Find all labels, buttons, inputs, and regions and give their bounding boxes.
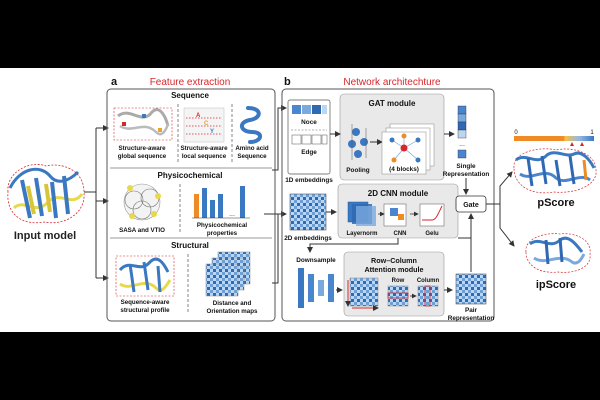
outputs: 0 1 pScore ipScore xyxy=(486,130,597,291)
downsample-group: Downsample xyxy=(296,238,399,308)
local-seq-line2: local sequence xyxy=(182,153,227,160)
gelu-illustration xyxy=(410,203,445,227)
structural-title: Structural xyxy=(171,241,209,250)
distance-maps-illustration xyxy=(205,251,251,297)
sequence-title: Sequence xyxy=(171,91,209,100)
diagram-canvas: Input model a Feature extraction Sequenc… xyxy=(0,68,600,332)
scale-max: 1 xyxy=(590,130,594,136)
gat-blocks-illustration xyxy=(381,123,435,175)
row-label: Row xyxy=(392,278,405,284)
embed-2d-label: 2D embeddings xyxy=(284,235,332,242)
svg-text:A: A xyxy=(196,113,201,119)
diagram-svg: Input model a Feature extraction Sequenc… xyxy=(7,76,597,322)
cnn-label: CNN xyxy=(394,231,407,237)
pair-representation: Pair Representation xyxy=(448,273,495,322)
physicochemical-title: Physicochemical xyxy=(158,171,223,180)
attention-grid-illustration xyxy=(345,277,379,311)
properties-ellipsis: ... xyxy=(229,211,235,218)
cnn-illustration xyxy=(378,203,407,227)
struct-profile-line1: Sequence-aware xyxy=(121,299,170,306)
structural-section: Structural Sequence-aware structural pro… xyxy=(115,241,258,315)
downsample-illustration xyxy=(298,268,334,308)
layernorm-label: Layernorm xyxy=(346,231,377,237)
edge-embedding-grid xyxy=(291,134,328,145)
struct-profile-line2: structural profile xyxy=(120,307,170,314)
panel-b-title: Network architechture xyxy=(343,77,441,88)
properties-line2: properties xyxy=(207,230,238,237)
gate-node: Gate xyxy=(455,195,487,213)
sasa-illustration xyxy=(123,183,161,221)
ipscore-label: ipScore xyxy=(536,279,576,291)
pooling-label: Pooling xyxy=(346,167,370,174)
gate-label: Gate xyxy=(463,202,479,209)
local-seq-line1: Structure-aware xyxy=(180,145,228,152)
distance-maps-line1: Distance and xyxy=(213,300,252,307)
pscore-label: pScore xyxy=(537,197,574,209)
pscore-illustration xyxy=(513,148,597,194)
row-illustration xyxy=(387,285,409,307)
panel-b-frame xyxy=(281,88,495,322)
pair-rep-line2: Representation xyxy=(448,315,495,322)
score-scale: 0 1 xyxy=(514,130,594,146)
scale-bar xyxy=(514,136,594,141)
single-representation: ... Single Representation xyxy=(443,105,490,178)
pooling-illustration xyxy=(348,124,368,160)
global-seq-line2: global sequence xyxy=(118,153,167,160)
downsample-label: Downsample xyxy=(296,257,336,264)
global-sequence-illustration xyxy=(113,107,173,141)
column-label: Column xyxy=(417,278,440,284)
sasa-label: SASA and VTIO xyxy=(119,227,165,234)
cnn-title: 2D CNN module xyxy=(368,189,429,198)
layernorm-illustration xyxy=(347,201,376,226)
structural-profile-illustration xyxy=(115,255,175,297)
node-label: Noce xyxy=(301,119,317,126)
svg-text:C: C xyxy=(204,121,209,127)
input-model: Input model xyxy=(7,164,85,242)
single-rep-dots: ... xyxy=(459,141,465,148)
pair-rep-line1: Pair xyxy=(465,307,478,314)
input-arrows xyxy=(84,125,109,281)
single-rep-line1: Single xyxy=(456,163,476,170)
panel-b: b Network architechture Noce Edge 1D emb… xyxy=(281,76,495,322)
embed-1d-label: 1D embeddings xyxy=(285,177,333,184)
panel-b-letter: b xyxy=(284,76,291,88)
amino-acid-chain-illustration xyxy=(240,106,262,144)
gat-blocks-label: (4 blocks) xyxy=(389,166,419,173)
sequence-section: Sequence Structure-aware global sequence… xyxy=(110,91,272,169)
properties-line1: Physicochemical xyxy=(197,222,247,229)
embed-2d-group: 2D embeddings xyxy=(284,193,332,242)
column-illustration xyxy=(410,285,439,307)
gat-title: GAT module xyxy=(369,99,417,108)
input-model-label: Input model xyxy=(14,230,76,242)
amino-seq-line2: Sequence xyxy=(237,153,267,160)
svg-text:Y: Y xyxy=(210,129,214,135)
edge-label: Edge xyxy=(301,149,317,156)
gelu-label: Gelu xyxy=(425,231,439,237)
single-rep-line2: Representation xyxy=(443,171,490,178)
local-sequence-illustration: A C Y xyxy=(183,107,225,143)
panel-a-letter: a xyxy=(111,76,118,88)
properties-bar-illustration: ... xyxy=(192,186,250,219)
embed-1d-group: Noce Edge 1D embeddings xyxy=(285,99,333,184)
physicochemical-section: Physicochemical SASA and VTIO ... xyxy=(110,171,272,239)
attention-title-line1: Row–Column xyxy=(371,256,417,265)
attention-module: Row–Column Attention module Row Column xyxy=(343,251,445,317)
panel-a-frame xyxy=(106,88,276,322)
input-protein-illustration xyxy=(7,164,85,224)
scale-min: 0 xyxy=(514,130,518,136)
node-embedding-grid xyxy=(292,105,327,114)
panel-a-title: Feature extraction xyxy=(150,77,231,88)
attention-title-line2: Attention module xyxy=(364,265,423,274)
amino-seq-line1: Amino acid xyxy=(235,145,269,152)
cnn-module: 2D CNN module Layernorm CNN Gelu xyxy=(337,183,459,239)
panel-a: a Feature extraction Sequence Structure-… xyxy=(106,76,276,322)
global-seq-line1: Structure-aware xyxy=(118,145,166,152)
ipscore-illustration xyxy=(525,233,591,273)
distance-maps-line2: Orientation maps xyxy=(207,308,258,315)
gat-module: GAT module Pooling xyxy=(339,93,445,181)
